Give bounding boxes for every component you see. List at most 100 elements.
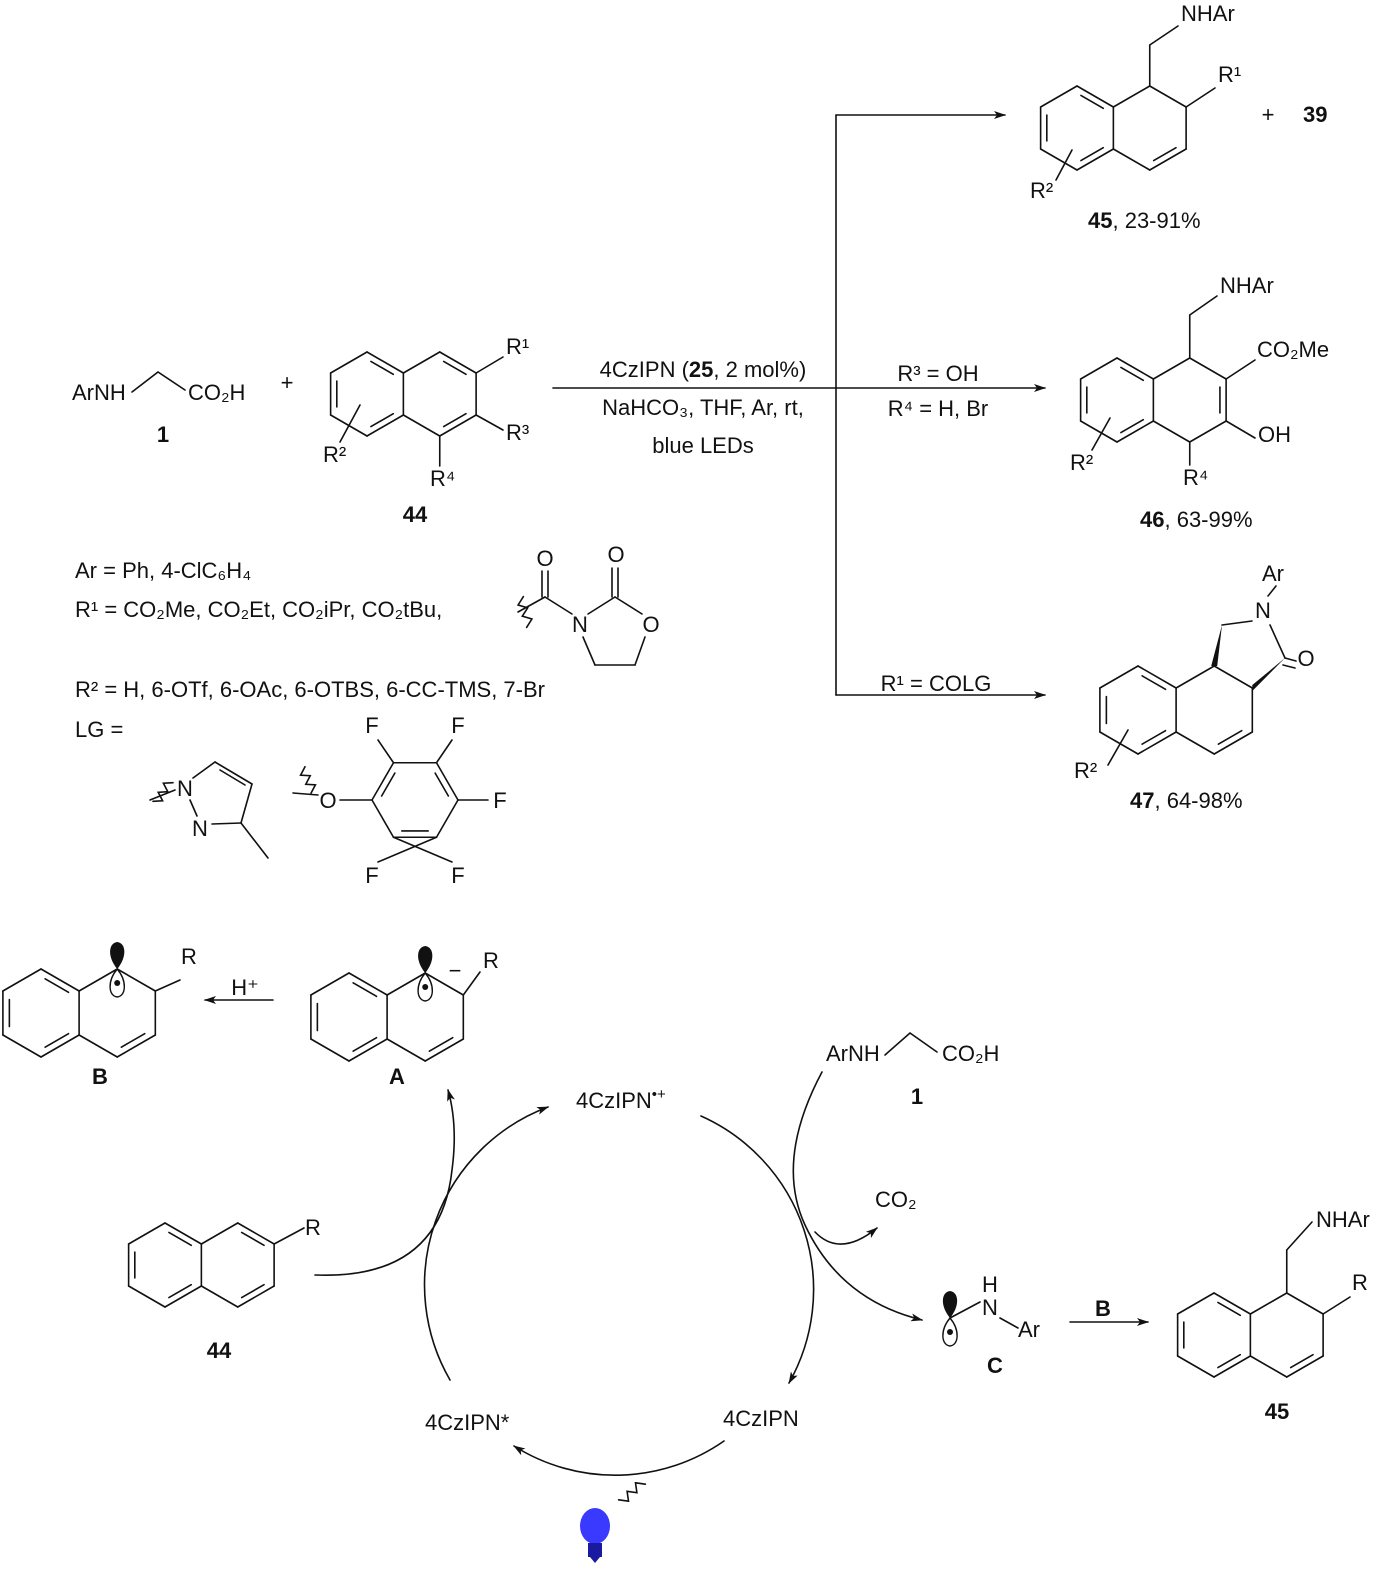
catalyst-ground: 4CzIPN [723,1406,799,1431]
product-47-o: O [1297,646,1314,671]
product-47-ring-bond [1213,665,1254,689]
product-46-ring-bond [1188,357,1227,380]
intermediate-b-orbital-open-lobe-icon [109,967,126,998]
mech-45-r: R [1352,1270,1368,1295]
mech-45-benzo-ring-double-bond [1217,1353,1242,1369]
intermediate-a-r: R [483,948,499,973]
product-45-label: 45 [1088,208,1112,233]
intermediate-a-benzo-ring-double-bond [352,1036,378,1052]
mech-reagent-1-acid: CO₂H [942,1041,999,1066]
intermediate-b-benzo-ring-bond [2,968,42,992]
bond [999,1317,1019,1329]
pfp-f-3: F [493,788,506,813]
pentafluorophenyl-ring-bond [371,761,395,801]
mech-44-ring-double-bond [240,1283,265,1299]
mech-44-label: 44 [207,1338,232,1363]
bond [392,836,453,863]
product-46-r4: R⁴ [1183,465,1208,490]
wavy-bond-icon [299,765,317,795]
product-45-ring-bond [1148,85,1187,108]
intermediate-a-ring-bond [386,972,427,996]
product-47-caption: 47, 64-98% [1130,788,1243,813]
radical-c-ar: Ar [1018,1317,1040,1342]
intermediate-a-charge: − [449,958,462,983]
wedge-bond [1252,658,1285,691]
intermediate-a-benzo-ring-bond [310,1038,350,1062]
product-45-benzo-ring-bond [1076,148,1115,171]
product-46-benzo-ring-bond [1116,420,1155,443]
mech-45-benzo-ring-bond [1213,1292,1252,1315]
substrate-44-ring-bond [438,351,477,374]
product-47-r2: R² [1074,758,1097,783]
bond [189,799,198,817]
arrow-reagent-to-c [792,1071,923,1322]
product-46-benzo-ring-bond [1079,420,1118,443]
bond [544,596,573,615]
intermediate-a-orbital-radical-dot-icon [422,984,429,990]
pfp-o: O [319,788,336,813]
substrate-44-r1: R¹ [506,334,529,359]
radical-c-orbital-filled-lobe-icon [942,1291,958,1318]
product-45-benzo-ring-bond [1039,85,1078,108]
product-45-yield: , 23-91% [1112,208,1200,233]
mech-45-benzo-ring-bond [1176,1355,1215,1378]
reagent-1-label: 1 [157,422,169,447]
bond [1267,585,1277,597]
radical-c-orbital-radical-dot-icon [947,1329,953,1335]
product-46-ring-bond [1152,357,1191,380]
product-47-ring-bond [1175,665,1216,689]
product-47-benzo-ring-double-bond [1141,675,1167,691]
mech-45-label: 45 [1265,1399,1289,1424]
substrate-44-label: 44 [403,502,428,527]
bond [1091,417,1111,451]
bond [214,761,253,785]
oxazolidinone-o-ring: O [642,612,659,637]
bond-layer [2,25,1351,1563]
bond [1148,25,1179,46]
intermediate-a-ring-double-bond [428,1036,454,1052]
cycle-arrow-quench [700,1115,815,1384]
mech-45-ring-bond [1249,1355,1288,1378]
substrate-44-benzo-ring-double-bond [370,360,395,376]
product-45-r2: R² [1030,178,1053,203]
mech-44-ring-double-bond [240,1231,265,1247]
product-47-benzo-ring-double-bond [1141,729,1167,745]
product-45-ring-double-bond [1152,146,1177,162]
bond [154,979,181,992]
r2-bond [339,404,361,443]
light-bulb-tip-icon [590,1557,600,1563]
intermediate-a-ring-bond [424,972,465,996]
intermediate-b-ring-bond [78,1034,119,1058]
pfp-f-5: F [451,863,464,888]
product-47-benzo-ring-bond [1137,665,1177,689]
radical-c-label: C [987,1353,1003,1378]
light-bulb-icon [580,1508,610,1544]
product-47-ring-double-bond [1217,729,1243,745]
product-47-benzo-ring-bond [1137,731,1177,755]
mech-45-ring-bond [1249,1292,1288,1315]
product-47-n: N [1255,598,1271,623]
pentafluorophenyl-ring-bond [435,799,459,839]
wavy-bond-icon [516,595,534,629]
bond [1185,87,1216,108]
mech-reagent-1-label: 1 [911,1084,923,1109]
substrate-44-benzo-ring-bond [366,414,405,437]
product-47-ring-bond [1213,731,1254,755]
bond [614,596,643,615]
bond [1107,729,1129,766]
light-wave-icon [617,1481,647,1503]
intermediate-b-label: B [92,1064,108,1089]
bond [273,1227,305,1245]
substrate-44-ring-double-bond [442,360,467,376]
product-46-label: 46 [1140,507,1164,532]
mech-45-nhar: NHAr [1316,1207,1370,1232]
substrate-44-ring-bond [402,351,441,374]
bond [377,739,395,764]
bond [149,789,176,801]
reagent-1-chain [131,371,186,393]
light-bulb-base-icon [588,1543,602,1557]
product-45-caption: 45, 23-91% [1088,208,1201,233]
mech-44-ring-bond [236,1222,275,1245]
reagent-1-amine: ArNH [72,380,126,405]
product-46-r2: R² [1070,450,1093,475]
